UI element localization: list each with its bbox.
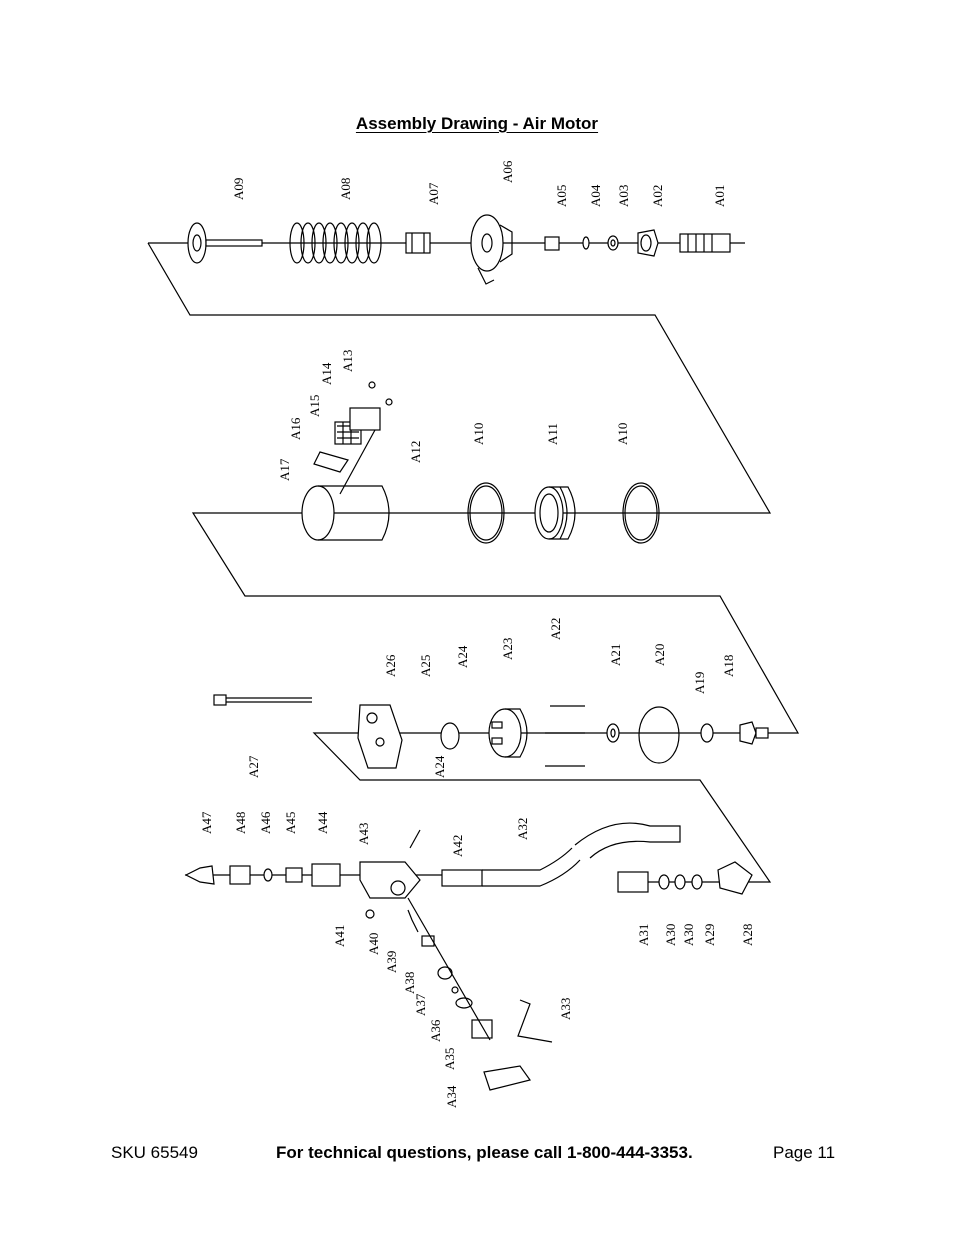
label-a13: A13 — [340, 350, 355, 372]
part-labels: A09 A08 A07 A06 A05 A04 A03 A02 A01 A13 … — [199, 160, 755, 1108]
label-a23: A23 — [500, 638, 515, 660]
part-a03 — [607, 235, 619, 251]
label-a18: A18 — [721, 655, 736, 677]
label-a24-bottom: A24 — [432, 755, 447, 778]
label-a31: A31 — [636, 924, 651, 946]
label-a19: A19 — [692, 672, 707, 694]
part-a46 — [263, 868, 273, 882]
part-a05 — [544, 236, 560, 251]
label-a32: A32 — [515, 818, 530, 840]
label-a17: A17 — [277, 458, 292, 481]
part-a44 — [311, 863, 341, 887]
label-a45: A45 — [283, 812, 298, 834]
label-a30-a: A30 — [663, 924, 678, 946]
label-a46: A46 — [258, 811, 273, 834]
label-a03: A03 — [616, 185, 631, 207]
page-title: Assembly Drawing - Air Motor — [355, 114, 599, 133]
label-a38: A38 — [402, 972, 417, 994]
part-a10-left — [467, 482, 505, 544]
part-a02 — [637, 229, 659, 257]
label-a47: A47 — [199, 811, 214, 834]
label-a04: A04 — [588, 184, 603, 207]
label-a10-left: A10 — [471, 423, 486, 445]
label-a25: A25 — [418, 655, 433, 677]
part-a09 — [187, 222, 263, 264]
label-a22: A22 — [548, 618, 563, 640]
part-a07 — [405, 232, 431, 254]
part-a43 — [359, 829, 421, 919]
part-a12 — [301, 485, 390, 541]
label-a35: A35 — [442, 1048, 457, 1070]
label-a27: A27 — [246, 755, 261, 778]
part-a32 — [441, 822, 681, 887]
label-a39: A39 — [384, 951, 399, 973]
footer-sku: SKU 65549 — [111, 1143, 198, 1162]
label-a36: A36 — [428, 1019, 443, 1042]
footer-page-number: Page 11 — [773, 1143, 836, 1162]
label-a09: A09 — [231, 178, 246, 200]
label-a37: A37 — [413, 993, 428, 1016]
label-a29: A29 — [702, 924, 717, 946]
part-a01 — [679, 233, 731, 253]
part-a11 — [534, 486, 576, 540]
label-a26: A26 — [383, 654, 398, 677]
label-a33: A33 — [558, 998, 573, 1020]
part-a47 — [184, 865, 215, 885]
label-a20: A20 — [652, 644, 667, 666]
part-a19 — [700, 723, 714, 743]
label-a01: A01 — [712, 185, 727, 207]
label-a48: A48 — [233, 812, 248, 834]
label-a42: A42 — [450, 835, 465, 857]
part-a20 — [638, 706, 680, 764]
part-a27 — [213, 694, 312, 706]
part-a06 — [470, 214, 513, 285]
part-a04 — [582, 236, 590, 250]
part-a28 — [717, 861, 753, 895]
label-a43: A43 — [356, 823, 371, 845]
label-a24-top: A24 — [455, 645, 470, 668]
part-a29-a31 — [617, 871, 703, 893]
label-a40: A40 — [366, 933, 381, 955]
label-a02: A02 — [650, 185, 665, 207]
part-a34-a40-chain — [407, 897, 553, 1091]
label-a08: A08 — [338, 178, 353, 200]
part-a23 — [488, 708, 528, 758]
part-a45 — [285, 867, 303, 883]
footer-technical-questions: For technical questions, please call 1-8… — [276, 1143, 693, 1162]
assembly-axis-row1 — [147, 242, 800, 883]
label-a12: A12 — [408, 441, 423, 463]
part-a10-right — [622, 482, 660, 544]
label-a21: A21 — [608, 644, 623, 666]
label-a05: A05 — [554, 185, 569, 207]
part-a22-bolts — [545, 705, 585, 767]
part-a18 — [739, 721, 769, 745]
part-a25 — [440, 722, 460, 750]
label-a44: A44 — [315, 811, 330, 834]
part-a26 — [357, 704, 403, 769]
label-a28: A28 — [740, 924, 755, 946]
label-a06: A06 — [500, 160, 515, 183]
part-a48 — [229, 865, 251, 885]
label-a10-right: A10 — [615, 423, 630, 445]
label-a34: A34 — [444, 1085, 459, 1108]
label-a41: A41 — [332, 925, 347, 947]
part-a15-a16-a17 — [313, 381, 393, 495]
label-a14: A14 — [319, 362, 334, 385]
label-a16: A16 — [288, 417, 303, 440]
part-a08 — [289, 222, 382, 264]
label-a15: A15 — [307, 395, 322, 417]
label-a11: A11 — [545, 423, 560, 445]
part-a21 — [606, 723, 620, 743]
label-a30-b: A30 — [681, 924, 696, 946]
label-a07: A07 — [426, 182, 441, 205]
